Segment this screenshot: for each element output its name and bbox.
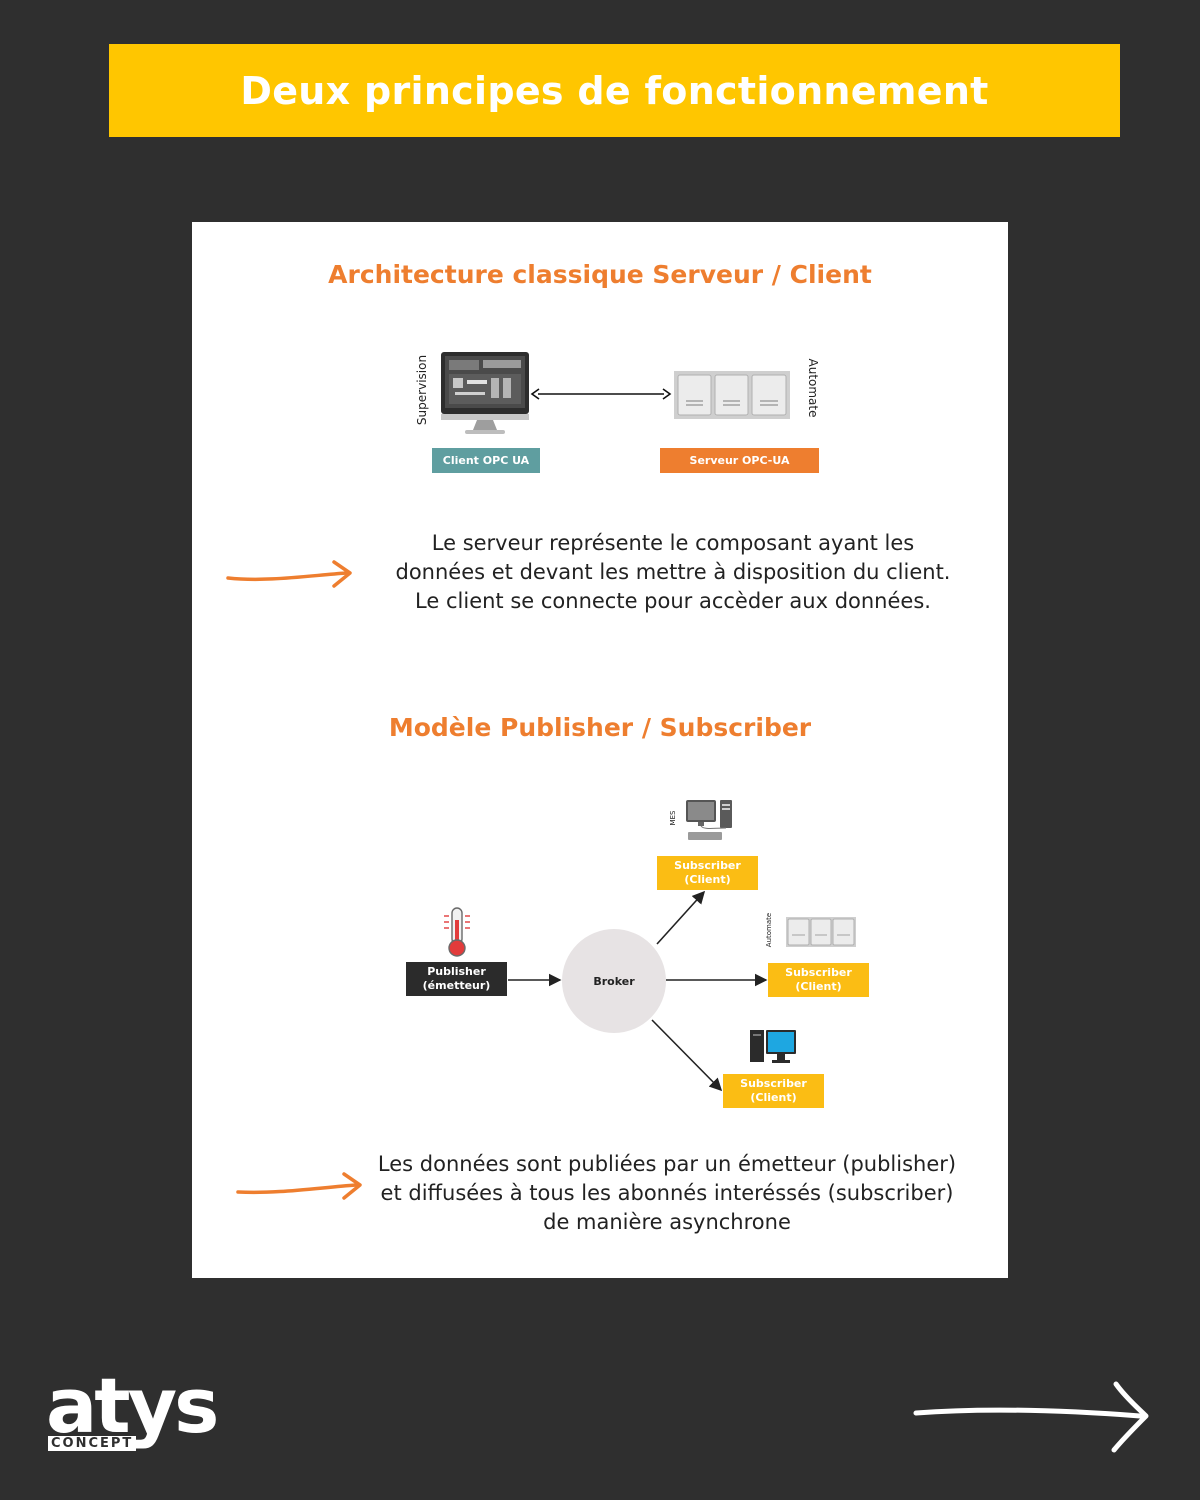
publisher-line2: (émetteur) xyxy=(422,979,491,992)
subscriber-line1: Subscriber xyxy=(785,966,852,979)
pubsub-description: Les données sont publiées par un émetteu… xyxy=(377,1152,957,1234)
subscriber-tag-mes: Subscriber(Client) xyxy=(657,856,758,890)
subscriber-line2: (Client) xyxy=(795,980,842,993)
subscriber-tag-workstation: Subscriber(Client) xyxy=(723,1074,824,1108)
workstation-icon xyxy=(750,1030,796,1063)
bidirectional-arrow xyxy=(530,388,672,400)
mes-label: MES xyxy=(669,810,677,826)
monitor-icon xyxy=(441,352,529,434)
client-server-description: Le serveur représente le composant ayant… xyxy=(395,531,951,613)
automate-label-small: Automate xyxy=(765,912,773,948)
thermometer-icon xyxy=(444,907,470,957)
publisher-tag: Publisher(émetteur) xyxy=(406,962,507,996)
subscriber-tag-automate: Subscriber(Client) xyxy=(768,963,869,997)
atys-logo: atys CONCEPT xyxy=(46,1366,246,1456)
orange-arrow-icon xyxy=(226,560,352,588)
logo-wordmark: atys xyxy=(46,1361,219,1450)
subscriber-line1: Subscriber xyxy=(674,859,741,872)
section-title-pubsub: Modèle Publisher / Subscriber xyxy=(388,713,812,742)
broker-label: Broker xyxy=(593,974,635,988)
subscriber-line2: (Client) xyxy=(684,873,731,886)
logo-subtitle: CONCEPT xyxy=(48,1436,137,1451)
server-opc-ua-tag: Serveur OPC-UA xyxy=(660,448,819,473)
section-title-client-server: Architecture classique Serveur / Client xyxy=(328,260,872,289)
client-opc-ua-tag: Client OPC UA xyxy=(432,448,540,473)
subscriber-line1: Subscriber xyxy=(740,1077,807,1090)
plc-icon xyxy=(786,917,856,947)
pubsub-connectors xyxy=(508,890,768,1092)
content-card: Architecture classique Serveur / Client … xyxy=(192,222,1008,1278)
page-title: Deux principes de fonctionnement xyxy=(240,68,989,113)
broker-node: Broker xyxy=(562,929,666,1033)
next-arrow-icon[interactable] xyxy=(912,1380,1152,1454)
title-banner: Deux principes de fonctionnement xyxy=(109,44,1120,137)
subscriber-line2: (Client) xyxy=(750,1091,797,1104)
publisher-line1: Publisher xyxy=(427,965,486,978)
desktop-computer-icon xyxy=(686,800,732,840)
plc-icon xyxy=(674,371,790,419)
orange-arrow-icon xyxy=(236,1172,362,1200)
